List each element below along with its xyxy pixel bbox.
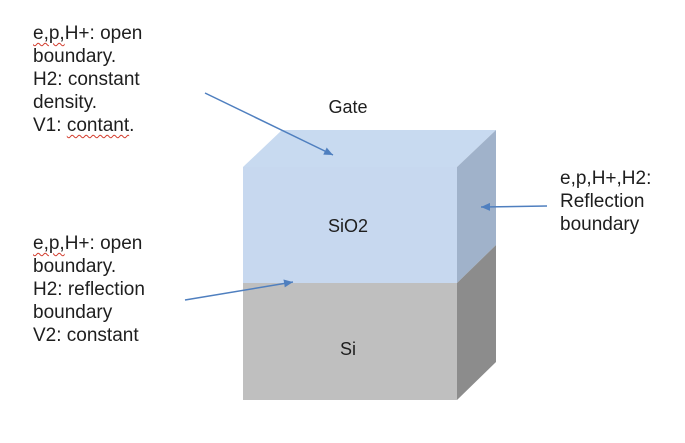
side-boundary-note: e,p,H+,H2: Reflection boundary [560, 167, 651, 236]
top-note-line3: H2: constant [33, 69, 140, 90]
silicon-label: Si [340, 339, 356, 359]
bottom-note-line2: boundary. [33, 256, 117, 277]
side-arrow [480, 202, 548, 211]
silicon-front-face [243, 283, 457, 400]
top-note-line5: V1: contant. [33, 115, 135, 136]
oxide-front-face [243, 167, 457, 283]
oxide-side-face [457, 130, 496, 283]
bottom-note-line3: H2: reflection [33, 279, 145, 300]
top-note-line4: density. [33, 92, 98, 113]
interface-arrow [184, 279, 294, 301]
interface-boundary-note: e,p,H+: open boundary. H2: reflection bo… [33, 232, 145, 347]
top-note-line2: boundary. [33, 46, 117, 67]
bottom-note-line4: boundary [33, 302, 113, 323]
right-note-line2: Reflection [560, 191, 645, 212]
top-boundary-note: e,p,H+: open boundary. H2: constant dens… [33, 22, 142, 137]
top-note-line1: e,p,H+: open [33, 23, 143, 44]
oxide-label: SiO2 [328, 216, 368, 236]
bottom-note-line1: e,p,H+: open [33, 233, 143, 254]
oxide-top-face [243, 130, 496, 167]
right-note-line1: e,p,H+,H2: [560, 168, 652, 189]
gate-arrow [204, 92, 334, 156]
gate-label: Gate [328, 97, 367, 117]
bottom-note-line5: V2: constant [33, 325, 139, 346]
right-note-line3: boundary [560, 214, 640, 235]
silicon-side-face [457, 245, 496, 400]
